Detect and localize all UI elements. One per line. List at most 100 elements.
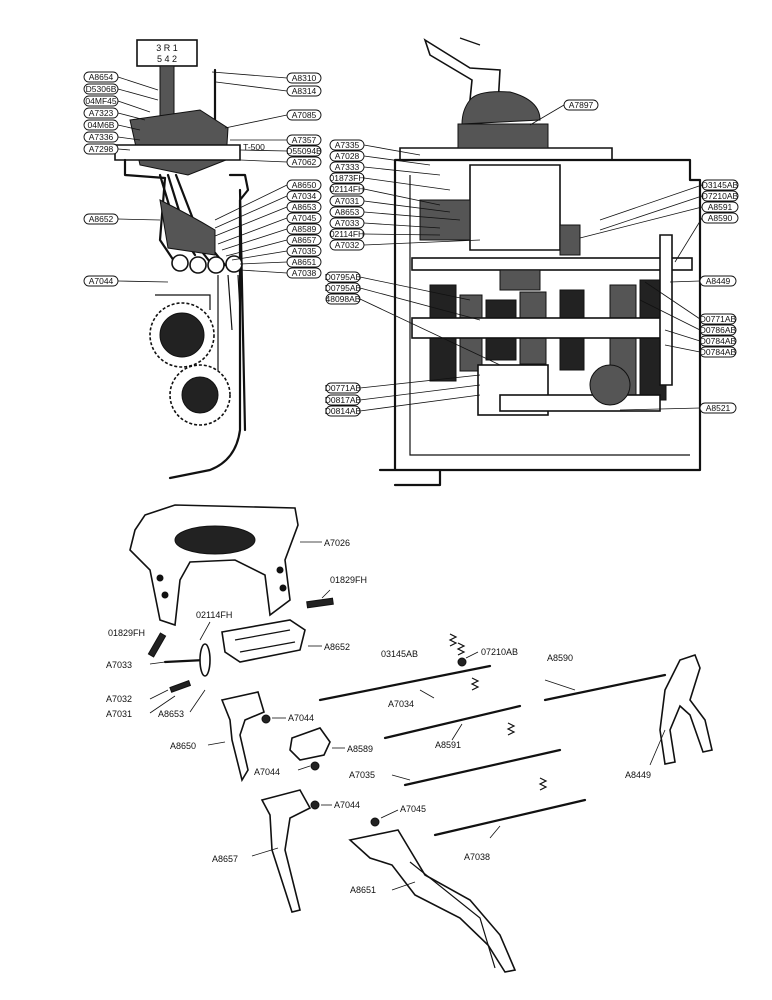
tag-d55094b: D55094B xyxy=(239,145,322,157)
label-02114fh: 02114FH xyxy=(196,610,232,620)
bracket xyxy=(155,294,211,310)
tag-d3145ab-sec: D3145AB xyxy=(599,179,739,221)
svg-text:A8589: A8589 xyxy=(292,224,317,234)
tag-a7085: A7085 xyxy=(224,109,322,129)
tag-02114fh-a: 02114FH xyxy=(329,183,441,206)
transmission-case xyxy=(378,158,702,487)
label-a7033: A7033 xyxy=(106,660,132,670)
label-a7038: A7038 xyxy=(464,852,490,862)
tag-a7336: A7336 xyxy=(83,131,141,143)
shifter-cluster xyxy=(159,199,216,256)
svg-text:A8652: A8652 xyxy=(89,214,114,224)
part-a8449-fork xyxy=(659,653,713,765)
case-outline xyxy=(123,158,250,480)
svg-text:A8521: A8521 xyxy=(706,403,731,413)
svg-text:A8590: A8590 xyxy=(708,213,733,223)
main-shaft xyxy=(411,257,693,271)
rail-end-3 xyxy=(207,256,225,274)
part-a8651-lever xyxy=(348,829,517,973)
part-a7044-screw-a xyxy=(261,714,271,724)
tag-d0795ab-a: D0795AB xyxy=(325,271,471,301)
tag-a8589-side: A8589 xyxy=(221,223,322,251)
label-a7044-b: A7044 xyxy=(254,767,280,777)
label-a7044-c: A7044 xyxy=(334,800,360,810)
svg-text:A8314: A8314 xyxy=(292,86,317,96)
part-ball-a xyxy=(457,657,467,667)
label-a8653: A8653 xyxy=(158,709,184,719)
tag-a7335: A7335 xyxy=(329,139,421,156)
tag-a8654: A8654 xyxy=(83,71,159,91)
shifter-block xyxy=(469,164,561,251)
svg-text:A7335: A7335 xyxy=(335,140,360,150)
tag-04mf45: 04MF45 xyxy=(83,95,151,113)
svg-text:A8650: A8650 xyxy=(292,180,317,190)
tag-a7045-side: A7045 xyxy=(217,212,322,245)
tag-a7333: A7333 xyxy=(329,161,441,176)
svg-text:A7336: A7336 xyxy=(89,132,114,142)
label-a8651: A8651 xyxy=(350,885,376,895)
tag-a8314: A8314 xyxy=(215,81,322,97)
tag-a7038-side: A7038 xyxy=(239,267,322,279)
label-a8657: A8657 xyxy=(212,854,238,864)
part-spring-c xyxy=(538,777,548,791)
rail-end-1 xyxy=(171,254,189,272)
case-inner-wall xyxy=(409,175,690,456)
quadrant-mark-bottom: 5 4 2 xyxy=(157,54,177,64)
svg-text:D0795AB: D0795AB xyxy=(325,272,362,282)
svg-text:D0786AB: D0786AB xyxy=(700,325,737,335)
svg-text:A8449: A8449 xyxy=(706,276,731,286)
tag-a8653-side: A8653 xyxy=(214,201,322,237)
svg-text:T-500: T-500 xyxy=(243,142,265,152)
tag-d0814ab: D0814AB xyxy=(325,394,481,417)
label-01829fh-top: 01829FH xyxy=(330,575,367,585)
label-03145ab: 03145AB xyxy=(381,649,418,659)
part-a8589-block xyxy=(289,727,331,761)
shaft-collar xyxy=(499,269,541,291)
svg-text:D0817AB: D0817AB xyxy=(325,395,362,405)
tag-a7035-side: A7035 xyxy=(231,245,322,261)
svg-text:D0784AB: D0784AB xyxy=(700,336,737,346)
svg-text:A7357: A7357 xyxy=(292,135,317,145)
part-a7035-rail xyxy=(403,748,562,787)
svg-text:D0771AB: D0771AB xyxy=(325,383,362,393)
svg-text:D5306B: D5306B xyxy=(86,84,117,94)
upper-gear-hub xyxy=(159,312,205,358)
svg-text:A7038: A7038 xyxy=(292,268,317,278)
svg-text:A7062: A7062 xyxy=(292,157,317,167)
svg-text:02114FH: 02114FH xyxy=(330,229,364,239)
part-a7026-housing xyxy=(129,504,299,627)
part-a7034-rail xyxy=(318,664,492,702)
svg-text:D0784AB: D0784AB xyxy=(700,347,737,357)
tag-01873fh: 01873FH xyxy=(330,172,451,191)
part-a8650-fork xyxy=(220,691,265,783)
tag-a8651-side: A8651 xyxy=(239,256,322,268)
svg-text:02114FH: 02114FH xyxy=(330,184,364,194)
exploded-view: A7026 01829FH 02114FH 01829FH A7033 A865… xyxy=(106,504,713,973)
svg-text:A8657: A8657 xyxy=(292,235,317,245)
tag-02114fh-b: 02114FH xyxy=(329,228,441,240)
part-spring-a xyxy=(448,633,466,656)
svg-text:A7035: A7035 xyxy=(292,246,317,256)
tag-a8449-sec: A8449 xyxy=(669,275,737,287)
tag-a7034-side: A7034 xyxy=(214,190,322,229)
svg-text:A8651: A8651 xyxy=(292,257,317,267)
part-a8657-lever xyxy=(260,789,312,913)
svg-text:A7044: A7044 xyxy=(89,276,114,286)
section-view-labels: A7897 A7335 A7028 A7333 01873FH 02114FH xyxy=(325,99,739,417)
tag-d0795ab-b: D0795AB xyxy=(325,282,481,321)
svg-text:A7323: A7323 xyxy=(89,108,114,118)
svg-text:A7897: A7897 xyxy=(569,100,594,110)
label-a7044-a: A7044 xyxy=(288,713,314,723)
tag-d0771ab-right: D0771AB xyxy=(644,281,737,325)
svg-text:A7045: A7045 xyxy=(292,213,317,223)
part-a7038-rail xyxy=(433,798,587,837)
svg-text:A7298: A7298 xyxy=(89,144,114,154)
svg-text:A8654: A8654 xyxy=(89,72,114,82)
part-a7033-disc xyxy=(199,643,211,677)
tag-a8653-sec: A8653 xyxy=(329,206,461,221)
label-a8591: A8591 xyxy=(435,740,461,750)
tag-d0786ab: D0786AB xyxy=(639,299,737,336)
svg-text:A7028: A7028 xyxy=(335,151,360,161)
tag-a7028: A7028 xyxy=(329,150,431,166)
